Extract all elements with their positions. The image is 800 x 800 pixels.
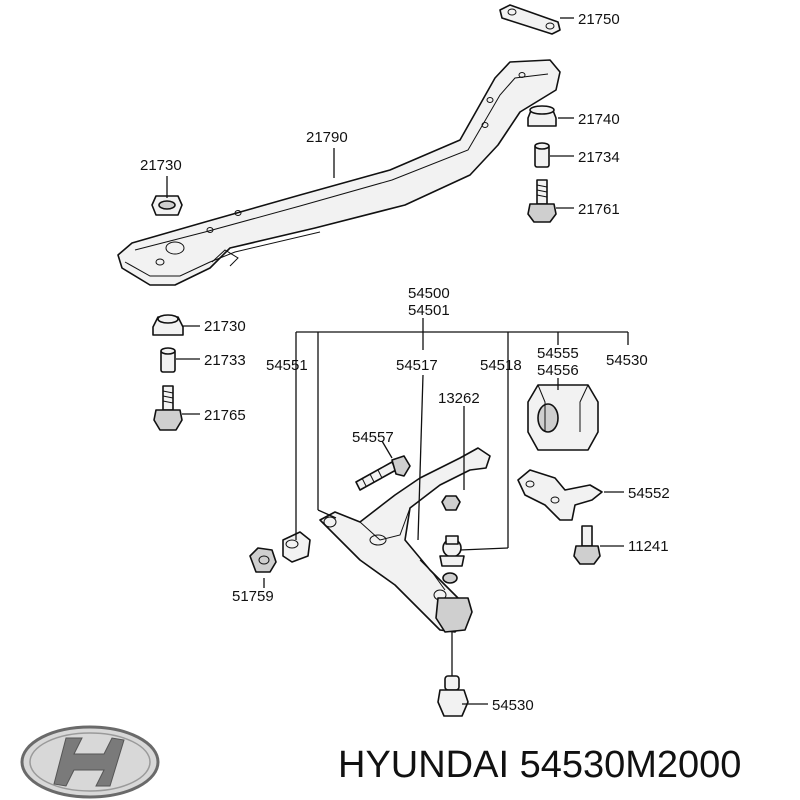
label-54557: 54557	[352, 429, 394, 446]
label-21740: 21740	[578, 111, 620, 128]
label-54530-bottom: 54530	[492, 697, 534, 714]
ball-joint-54530	[437, 675, 469, 717]
brand-part-number: HYUNDAI 54530M2000	[338, 744, 741, 786]
hyundai-logo-icon	[20, 725, 160, 799]
lower-control-arm	[319, 447, 491, 633]
label-21734: 21734	[578, 149, 620, 166]
bracket-54552	[517, 469, 603, 521]
label-54552: 54552	[628, 485, 670, 502]
label-21750: 21750	[578, 11, 620, 28]
label-54555: 54555	[537, 345, 579, 362]
part-labels: 21750 21740 21734 21761 21790 21730 5450…	[140, 11, 670, 714]
nut-51759	[249, 547, 277, 573]
label-51759: 51759	[232, 588, 274, 605]
label-54556: 54556	[537, 362, 579, 379]
ball-joint-on-arm	[439, 535, 465, 584]
label-21733: 21733	[204, 352, 246, 369]
bushing-21730-upper	[151, 195, 183, 216]
label-21790: 21790	[306, 129, 348, 146]
nut-13262	[441, 495, 461, 511]
crossmember-21790	[117, 59, 561, 286]
label-54530-top: 54530	[606, 352, 648, 369]
label-21765: 21765	[204, 407, 246, 424]
bolt-21761	[527, 179, 557, 223]
leader-lines	[166, 17, 629, 705]
stopper-21750	[499, 4, 561, 35]
label-54551: 54551	[266, 357, 308, 374]
label-54500: 54500	[408, 285, 450, 302]
bushing-54551	[282, 531, 311, 563]
label-21761: 21761	[578, 201, 620, 218]
bushing-21740	[527, 105, 557, 127]
bolt-11241	[573, 525, 601, 565]
label-21730-lower: 21730	[204, 318, 246, 335]
bushing-21730-lower	[152, 314, 184, 336]
label-13262: 13262	[438, 390, 480, 407]
label-54501: 54501	[408, 302, 450, 319]
spacer-21733	[160, 347, 176, 373]
label-21730-upper: 21730	[140, 157, 182, 174]
bushing-54555	[527, 384, 599, 451]
label-54517: 54517	[396, 357, 438, 374]
bolt-54557	[355, 455, 411, 491]
label-11241: 11241	[628, 538, 669, 555]
spacer-21734	[534, 142, 550, 168]
label-54518: 54518	[480, 357, 522, 374]
bolt-21765	[153, 385, 183, 431]
